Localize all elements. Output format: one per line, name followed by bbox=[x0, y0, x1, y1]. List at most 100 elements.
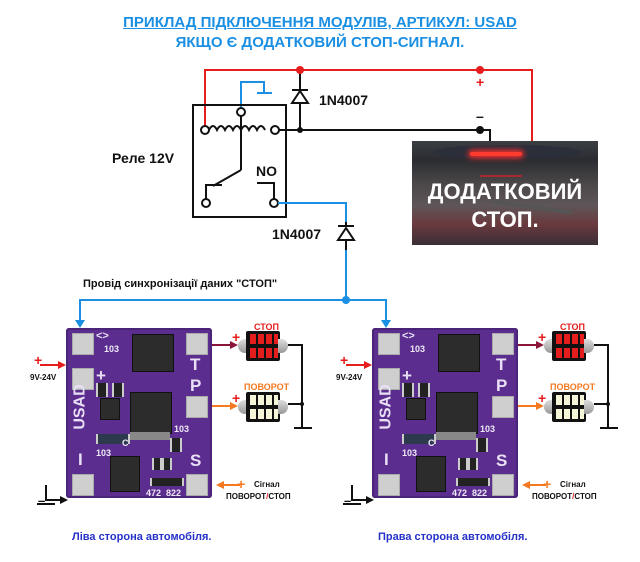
relay-nc-terminal bbox=[201, 198, 211, 208]
code-103-b: 103 bbox=[96, 448, 112, 458]
pin-label-s: S bbox=[190, 451, 202, 470]
pad-s bbox=[492, 474, 514, 496]
extra-stop-label-line1: ДОДАТКОВИЙ bbox=[427, 179, 583, 204]
pad-s bbox=[186, 474, 208, 496]
resistor-blue bbox=[96, 434, 130, 444]
negative-wire bbox=[279, 129, 491, 141]
no-output-wire bbox=[278, 202, 347, 222]
right-turn-lamp-label: ПОВОРОТ bbox=[550, 382, 596, 392]
sync-arrow-right bbox=[381, 320, 391, 328]
code-103-a: 103 bbox=[410, 344, 426, 354]
pad-ground bbox=[378, 474, 400, 496]
smd-part bbox=[402, 383, 414, 397]
pin-label-sync: <> bbox=[402, 330, 415, 342]
diode1-junction bbox=[296, 66, 304, 74]
mosfet-tab bbox=[436, 432, 476, 440]
regulator-chip bbox=[100, 398, 120, 420]
left-stop-lamp-label: СТОП bbox=[254, 322, 280, 332]
left-signal-label: Сігнал bbox=[254, 480, 280, 489]
smd-part bbox=[162, 458, 172, 470]
code-103-a: 103 bbox=[104, 344, 120, 354]
supply-minus-sign: – bbox=[476, 108, 484, 124]
right-ground-wire bbox=[351, 485, 368, 501]
supply-plus-sign: + bbox=[476, 74, 485, 90]
code-c: C bbox=[122, 438, 129, 448]
left-ground-wire bbox=[45, 485, 62, 501]
pin-label-p: P bbox=[496, 376, 508, 395]
right-input-plus: + bbox=[340, 352, 349, 368]
relay-no-terminal bbox=[269, 198, 279, 208]
relay-coil bbox=[208, 125, 266, 133]
smd-part bbox=[150, 478, 184, 486]
pad-sync bbox=[378, 333, 400, 355]
left-input-voltage: 9V-24V bbox=[30, 373, 57, 382]
resistor-blue bbox=[402, 434, 436, 444]
pin-label-t: T bbox=[496, 355, 507, 374]
diagram-subtitle: ЯКЩО Є ДОДАТКОВИЙ СТОП-СИГНАЛ. bbox=[175, 34, 465, 51]
smd-part bbox=[96, 383, 108, 397]
left-stop-lamp-plus: + bbox=[232, 329, 241, 345]
diode1-symbol bbox=[290, 89, 310, 104]
pad-plus bbox=[72, 368, 94, 390]
relay-common-terminal bbox=[236, 107, 246, 117]
diode2-symbol bbox=[336, 226, 356, 241]
code-103-c: 103 bbox=[480, 424, 496, 434]
controller-chip bbox=[110, 456, 140, 492]
relay-ground-wire bbox=[240, 81, 265, 112]
right-side-label: Права сторона автомобіля. bbox=[378, 531, 528, 543]
right-stop-lamp bbox=[544, 331, 594, 361]
relay-coil-terminal-left bbox=[200, 125, 210, 135]
relay-no-contact bbox=[257, 182, 275, 200]
smd-part bbox=[418, 383, 430, 397]
pad-ground bbox=[72, 474, 94, 496]
code-822: 822 bbox=[166, 488, 182, 498]
relay-switch bbox=[212, 169, 242, 187]
negative-terminal bbox=[476, 126, 484, 134]
smd-part bbox=[458, 458, 468, 470]
sync-arrow-left bbox=[75, 320, 85, 328]
right-ground-minus: – bbox=[344, 493, 352, 508]
mosfet-tab bbox=[130, 432, 170, 440]
code-103-c: 103 bbox=[174, 424, 190, 434]
right-signal-plus: + bbox=[543, 476, 552, 492]
pad-plus bbox=[378, 368, 400, 390]
extra-stop-label-line2: СТОП. bbox=[471, 207, 539, 232]
pin-label-p: P bbox=[190, 376, 202, 395]
smd-part bbox=[456, 478, 490, 486]
code-103-b: 103 bbox=[402, 448, 418, 458]
pin-label-plus: + bbox=[96, 366, 106, 385]
pad-p bbox=[492, 396, 514, 418]
left-side-label: Ліва сторона автомобіля. bbox=[72, 531, 212, 543]
pad-t bbox=[492, 333, 514, 355]
mosfet-middle bbox=[436, 392, 478, 434]
right-usad-module: <> + T P S I USAD 103 103 103 C 472 822 bbox=[372, 328, 518, 498]
pad-p bbox=[186, 396, 208, 418]
pin-label-plus: + bbox=[402, 366, 412, 385]
smd-part bbox=[476, 438, 488, 452]
right-turn-lamp-plus: + bbox=[538, 390, 547, 406]
right-turn-lamp bbox=[544, 392, 594, 422]
sync-junction bbox=[342, 296, 350, 304]
smd-part bbox=[152, 458, 162, 470]
right-signal-type: ПОВОРОТ/СТОП bbox=[532, 492, 597, 501]
controller-chip bbox=[416, 456, 446, 492]
diode1-label: 1N4007 bbox=[319, 92, 369, 108]
right-signal-label: Сігнал bbox=[560, 480, 586, 489]
pad-t bbox=[186, 333, 208, 355]
code-472: 472 bbox=[452, 488, 468, 498]
left-lamp-ground bbox=[288, 344, 303, 428]
pcb-silkscreen-name: USAD bbox=[71, 384, 89, 430]
left-ground-minus: – bbox=[38, 493, 46, 508]
sync-wire-left bbox=[79, 299, 346, 322]
left-input-plus: + bbox=[34, 352, 43, 368]
left-usad-module: <> + T P S I USAD 103 103 103 C 472 822 bbox=[66, 328, 212, 498]
right-stop-lamp-label: СТОП bbox=[560, 322, 586, 332]
pin-label-i: I bbox=[78, 450, 83, 469]
left-signal-type: ПОВОРОТ/СТОП bbox=[226, 492, 291, 501]
left-turn-lamp-plus: + bbox=[232, 390, 241, 406]
right-input-voltage: 9V-24V bbox=[336, 373, 363, 382]
relay-coil-terminal-right bbox=[270, 125, 280, 135]
left-signal-plus: + bbox=[237, 476, 246, 492]
diagram-title: ПРИКЛАД ПІДКЛЮЧЕННЯ МОДУЛІВ, АРТИКУЛ: US… bbox=[123, 14, 517, 31]
